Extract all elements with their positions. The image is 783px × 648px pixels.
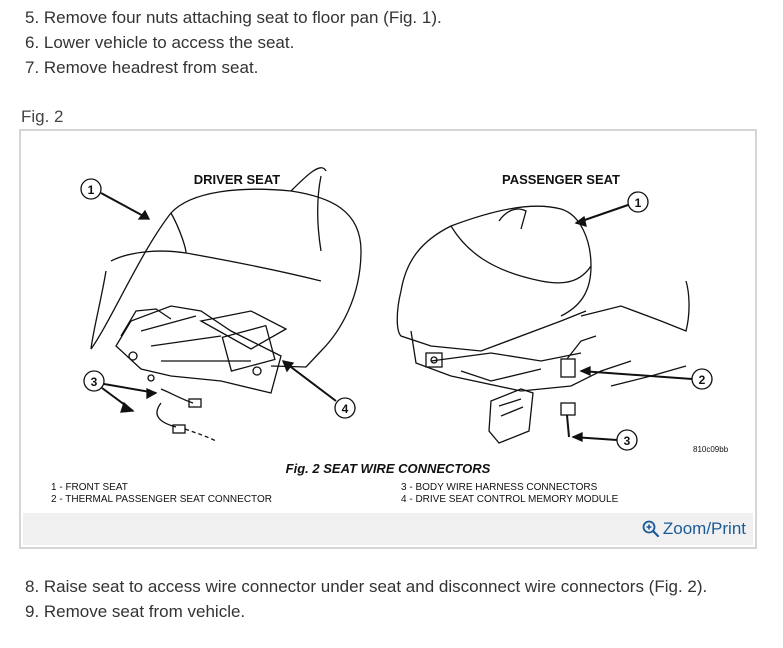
callout-circle (83, 370, 105, 392)
steps-list-top: 5. Remove four nuts attaching seat to fl… (25, 5, 442, 80)
callout-number: 2 (699, 373, 706, 387)
callout-number: 1 (635, 196, 642, 210)
step-item: 8. Raise seat to access wire connector u… (25, 577, 708, 596)
zoom-bar: Zoom/Print (23, 513, 753, 545)
legend-item: 1 - FRONT SEAT (51, 482, 128, 493)
legend-item: 2 - THERMAL PASSENGER SEAT CONNECTOR (51, 494, 272, 505)
magnifier-plus-icon (642, 520, 659, 538)
callout-circle (80, 178, 102, 200)
callout-number: 1 (88, 183, 95, 197)
callout-circle (334, 397, 356, 419)
callout-number: 4 (342, 402, 349, 416)
zoom-print-label: Zoom/Print (662, 519, 746, 538)
driver-seat-drawing: DRIVER SEAT 1 4 3 (80, 167, 362, 442)
step-item: 9. Remove seat from vehicle. (25, 602, 246, 621)
callout-number: 3 (91, 375, 98, 389)
seat-wire-diagram: DRIVER SEAT 1 4 3 (51, 167, 729, 505)
figure-frame: DRIVER SEAT 1 4 3 (19, 129, 757, 549)
figure-code: 810c09bb (693, 445, 729, 454)
passenger-seat-drawing: PASSENGER SEAT 1 2 3 810c09bb (396, 172, 729, 454)
zoom-print-link[interactable]: Zoom/Print (642, 519, 746, 539)
step-item: 5. Remove four nuts attaching seat to fl… (25, 8, 442, 27)
step-item: 6. Lower vehicle to access the seat. (25, 33, 295, 52)
figure-label: Fig. 2 (21, 107, 64, 126)
callout-number: 3 (624, 434, 631, 448)
legend-item: 3 - BODY WIRE HARNESS CONNECTORS (401, 482, 598, 493)
passenger-seat-title: PASSENGER SEAT (502, 172, 620, 187)
steps-list-bottom: 8. Raise seat to access wire connector u… (25, 574, 707, 624)
legend-item: 4 - DRIVE SEAT CONTROL MEMORY MODULE (401, 494, 619, 505)
figure-caption: Fig. 2 SEAT WIRE CONNECTORS (286, 461, 491, 476)
driver-seat-title: DRIVER SEAT (194, 172, 280, 187)
step-item: 7. Remove headrest from seat. (25, 58, 259, 77)
callout-circle (627, 191, 649, 213)
